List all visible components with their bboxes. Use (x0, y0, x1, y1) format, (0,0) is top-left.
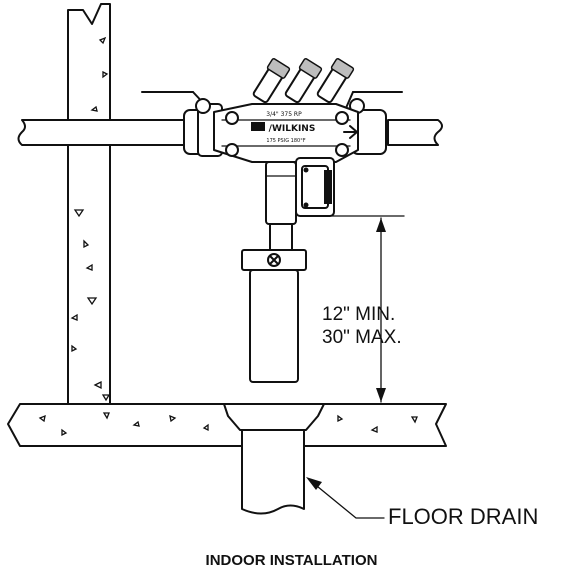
backflow-preventer (141, 58, 403, 225)
supply-pipe (17, 119, 443, 146)
diagram-caption: INDOOR INSTALLATION (205, 552, 378, 569)
floor-drain-leader (306, 477, 385, 519)
floor-drain-label: FLOOR DRAIN (388, 504, 539, 529)
valve-rating-text: 175 PSIG 180°F (266, 138, 305, 144)
floor-drain (223, 403, 325, 515)
valve-brand-text: /WILKINS (269, 124, 316, 134)
air-gap-drain (241, 223, 307, 383)
dimension-max-label: 30" MAX. (322, 327, 402, 348)
valve-marking: 3/4" 375 RP /WILKINS 175 PSIG 180°F (251, 111, 315, 144)
floor-slab (7, 403, 447, 447)
concrete-wall (67, 3, 111, 405)
dimension-min-label: 12" MIN. (322, 304, 396, 325)
valve-size-text: 3/4" 375 RP (266, 111, 302, 118)
